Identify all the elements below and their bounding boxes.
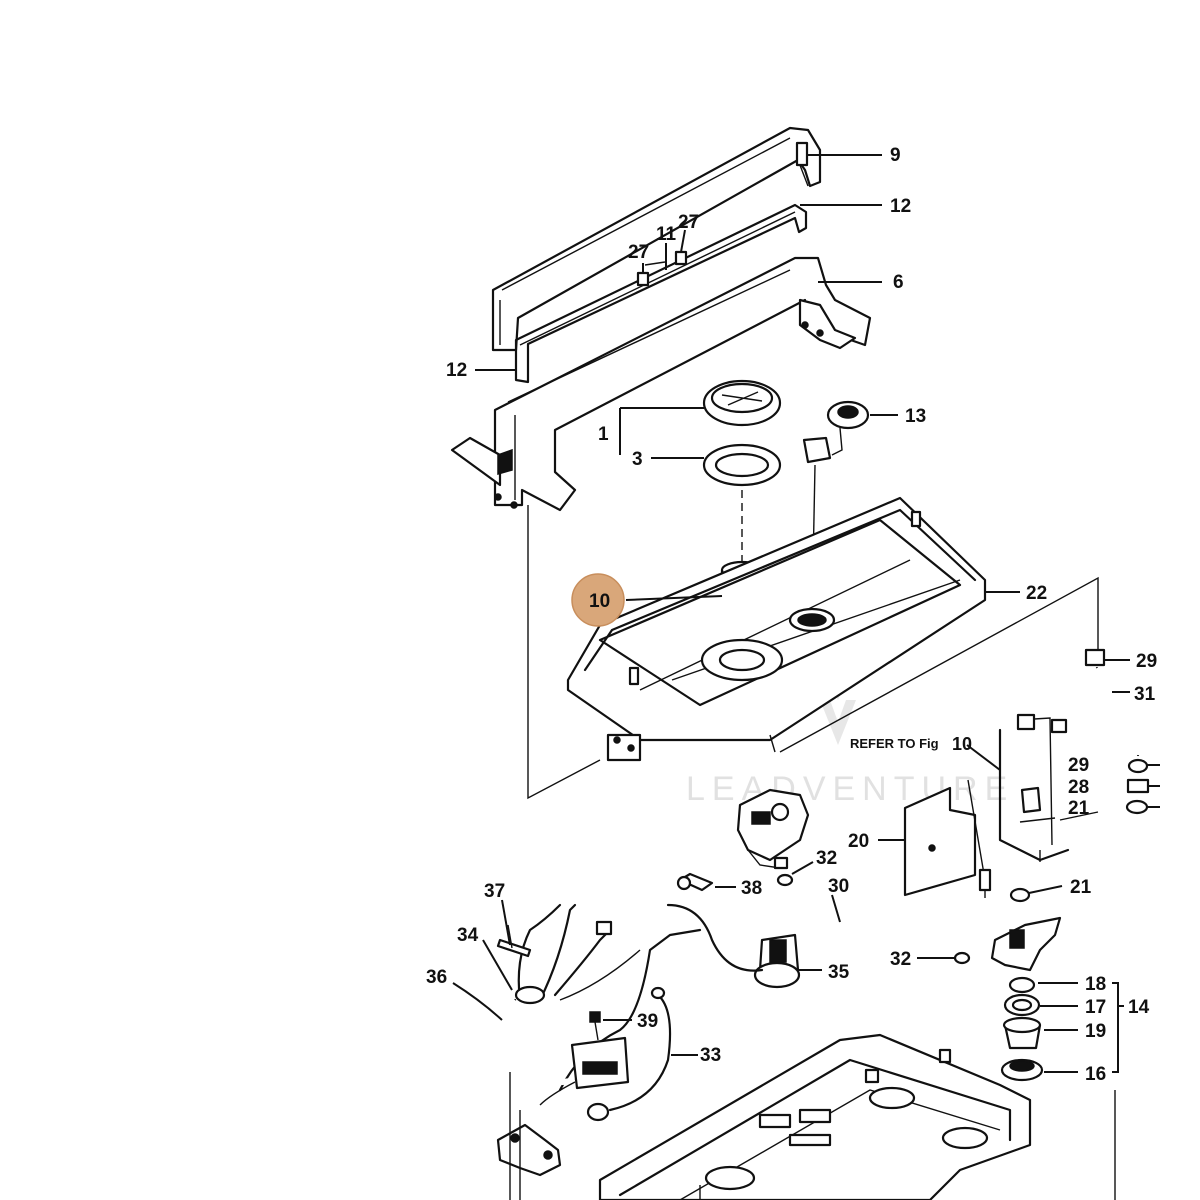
carburetor <box>736 788 810 870</box>
refer-bracket <box>967 713 1099 898</box>
callout-31: 31 <box>1134 684 1156 705</box>
part-29-28-21-washers <box>1125 758 1150 815</box>
part-33-wire <box>608 986 672 1112</box>
part-36-hose <box>502 985 577 1086</box>
part-12-gasket <box>514 203 808 384</box>
callout-21-upper: 21 <box>1068 798 1090 819</box>
callout-39: 39 <box>637 1011 658 1032</box>
refer-to-fig-note: REFER TO Fig 10 <box>850 734 972 754</box>
part-20-filter-plate <box>903 786 977 897</box>
refer-text: REFER TO Fig <box>850 736 939 751</box>
callout-33: 33 <box>700 1045 721 1066</box>
leader-lines <box>452 154 1160 1073</box>
refer-fig-number: 10 <box>952 734 972 754</box>
callout-6: 6 <box>893 272 904 293</box>
highlight-label: 10 <box>589 591 610 612</box>
callout-3: 3 <box>632 449 643 470</box>
callout-1: 1 <box>598 424 609 445</box>
highlight-marker[interactable] <box>571 573 625 627</box>
part-31-fuel-hose <box>1084 648 1141 757</box>
callout-12-gasket: 12 <box>890 196 911 217</box>
callout-16: 16 <box>1085 1064 1106 1085</box>
part-30-fuel-line <box>776 873 971 965</box>
part-38-bolt <box>676 872 714 892</box>
callout-34: 34 <box>457 925 479 946</box>
callout-27-right: 27 <box>678 212 699 233</box>
callout-28: 28 <box>1068 777 1089 798</box>
part-39-screw <box>589 1011 601 1041</box>
solenoid-block <box>539 1036 630 1122</box>
callout-35: 35 <box>828 962 850 983</box>
part-13-fuel-gauge <box>802 400 870 621</box>
part-1-fuel-cap <box>702 379 782 427</box>
callout-12-left: 12 <box>446 360 467 381</box>
callout-30: 30 <box>828 876 849 897</box>
callout-29-top: 29 <box>1136 651 1157 672</box>
watermark-text: LEADVENTURE <box>686 770 1014 808</box>
callout-38: 38 <box>741 878 762 899</box>
callout-22: 22 <box>1026 583 1047 604</box>
callout-37: 37 <box>484 881 505 902</box>
callout-21-lower: 21 <box>1070 877 1092 898</box>
callout-32-lower: 32 <box>890 949 911 970</box>
callout-18: 18 <box>1085 974 1106 995</box>
callout-32-upper: 32 <box>816 848 837 869</box>
part-6-frame-bracket <box>450 256 872 512</box>
part-22-fuel-tank <box>566 496 987 762</box>
callout-13: 13 <box>905 406 926 427</box>
callout-11: 11 <box>656 224 677 245</box>
callout-9: 9 <box>890 145 901 166</box>
wire-harness <box>517 903 764 1092</box>
callout-20: 20 <box>848 831 869 852</box>
part-3-cap-gasket <box>702 443 782 487</box>
callout-14: 14 <box>1128 997 1150 1018</box>
callout-36: 36 <box>426 967 447 988</box>
callout-labels: 9 12 27 11 27 6 12 13 1 3 22 29 31 29 28… <box>426 145 1157 1085</box>
highlight-callout-10[interactable]: 10 <box>571 573 625 627</box>
part-9-top-cover <box>491 126 822 352</box>
callout-27-left: 27 <box>628 242 649 263</box>
callout-19: 19 <box>1085 1021 1106 1042</box>
callout-17: 17 <box>1085 997 1106 1018</box>
callout-29: 29 <box>1068 755 1089 776</box>
lower-bracket-left <box>496 1123 562 1177</box>
part-14-fuel-cock <box>990 887 1062 1082</box>
part-35-fuel-pump <box>753 933 801 989</box>
base-frame <box>509 1033 1116 1200</box>
part-37-clamp <box>496 924 532 958</box>
